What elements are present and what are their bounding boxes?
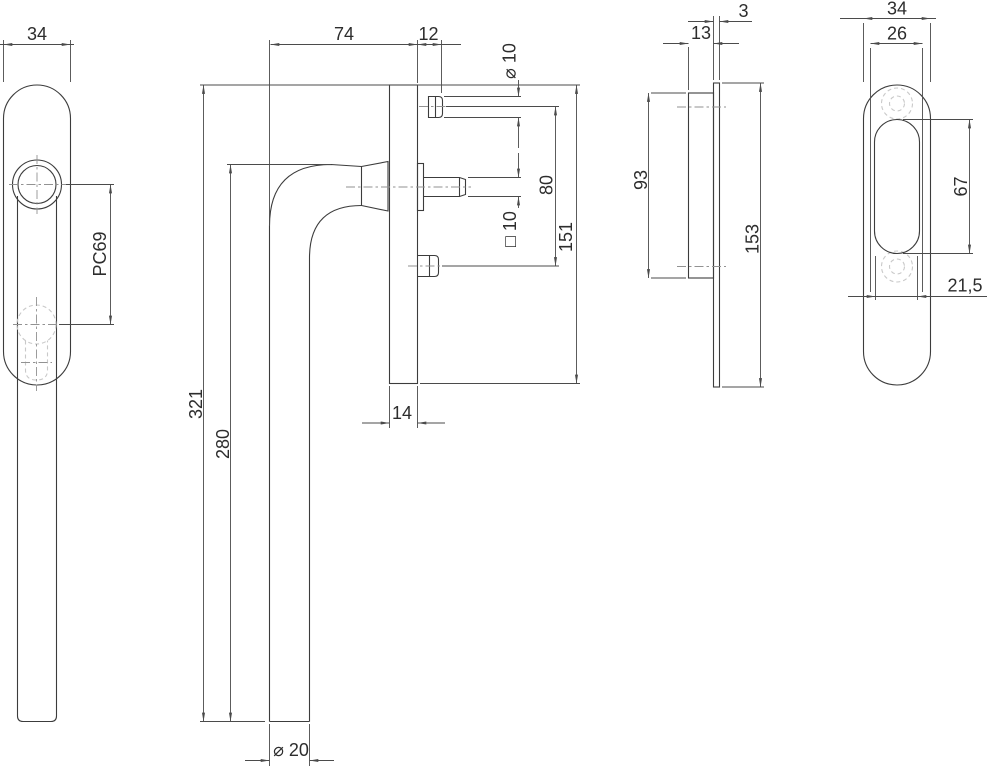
dim-label-153: 153 — [743, 224, 763, 254]
dim-screw-spacing: 80 — [442, 106, 559, 267]
dim-label-3: 3 — [738, 1, 748, 21]
dim-block-height: 93 — [631, 92, 686, 279]
back-plate — [862, 84, 932, 386]
back-recess-slot — [873, 118, 921, 255]
dim-label-67: 67 — [951, 176, 971, 196]
handle-inner-edge — [308, 204, 362, 722]
dim-label-151: 151 — [556, 222, 576, 252]
top-screw — [427, 95, 444, 119]
handle-neck-cone — [360, 160, 389, 212]
dim-plate-height-edge: 153 — [722, 82, 764, 388]
edge-view: 3 13 93 153 — [631, 1, 764, 388]
dim-back-plate-width: 34 — [840, 0, 936, 82]
front-backplate — [2, 84, 72, 386]
dim-plate-thickness: 3 — [688, 1, 752, 80]
dim-label-dia20: ⌀ 20 — [273, 740, 309, 760]
bottom-hole-hidden-inner — [888, 258, 906, 275]
dim-label-93: 93 — [631, 170, 651, 190]
dim-label-280: 280 — [213, 429, 233, 459]
dim-slot-height: 67 — [903, 119, 973, 254]
dim-label-12: 12 — [418, 24, 438, 44]
dim-screw-head-dia: ⌀ 10 — [444, 43, 521, 148]
dim-block-thickness: 13 — [663, 23, 739, 90]
dim-grip-dia: ⌀ 20 — [245, 724, 334, 766]
cylinder-tab-hidden — [24, 340, 49, 381]
dim-overall-height: 321 — [186, 84, 265, 722]
dim-handle-reach: 74 — [269, 24, 418, 226]
dim-spindle-square: □ 10 — [468, 153, 521, 247]
dim-label-26: 26 — [887, 24, 907, 44]
dim-label-74: 74 — [334, 24, 354, 44]
dim-front-plate-width: 34 — [0, 24, 74, 82]
dim-label-321: 321 — [186, 389, 206, 419]
dim-screw-offset: 12 — [417, 24, 461, 93]
bottom-hole-hidden-outer — [880, 250, 914, 283]
edge-faceplate — [712, 82, 721, 388]
dim-label-80: 80 — [537, 175, 557, 195]
dim-label-dia10: ⌀ 10 — [500, 43, 520, 79]
edge-base-block — [687, 92, 715, 279]
top-hole-hidden-inner — [888, 95, 906, 112]
back-view: 34 26 67 21,5 — [840, 0, 987, 386]
dim-recess-width: 26 — [870, 24, 923, 292]
side-backplate — [388, 84, 419, 385]
dim-label-13: 13 — [691, 23, 711, 43]
handle-outer-edge — [268, 163, 362, 722]
dim-label-21-5: 21,5 — [947, 276, 982, 296]
dim-label-14: 14 — [392, 403, 412, 423]
top-hole-hidden-outer — [880, 87, 914, 120]
dim-plate-height-side: 151 — [200, 84, 580, 384]
dim-label-sq10: □ 10 — [500, 211, 520, 247]
dim-label-pc69: PC69 — [90, 231, 110, 276]
dim-label-front-34: 34 — [27, 24, 47, 44]
dim-grip-length: 280 — [213, 164, 331, 722]
side-view: 74 12 ⌀ 10 □ 10 80 — [186, 24, 580, 766]
dim-pc69: PC69 — [59, 184, 114, 325]
front-view: 34 PC69 — [0, 24, 114, 723]
dim-slot-width: 21,5 — [848, 256, 987, 300]
dim-plate-depth: 14 — [362, 386, 445, 428]
front-grip — [16, 196, 58, 723]
dim-label-back-34: 34 — [887, 0, 907, 19]
